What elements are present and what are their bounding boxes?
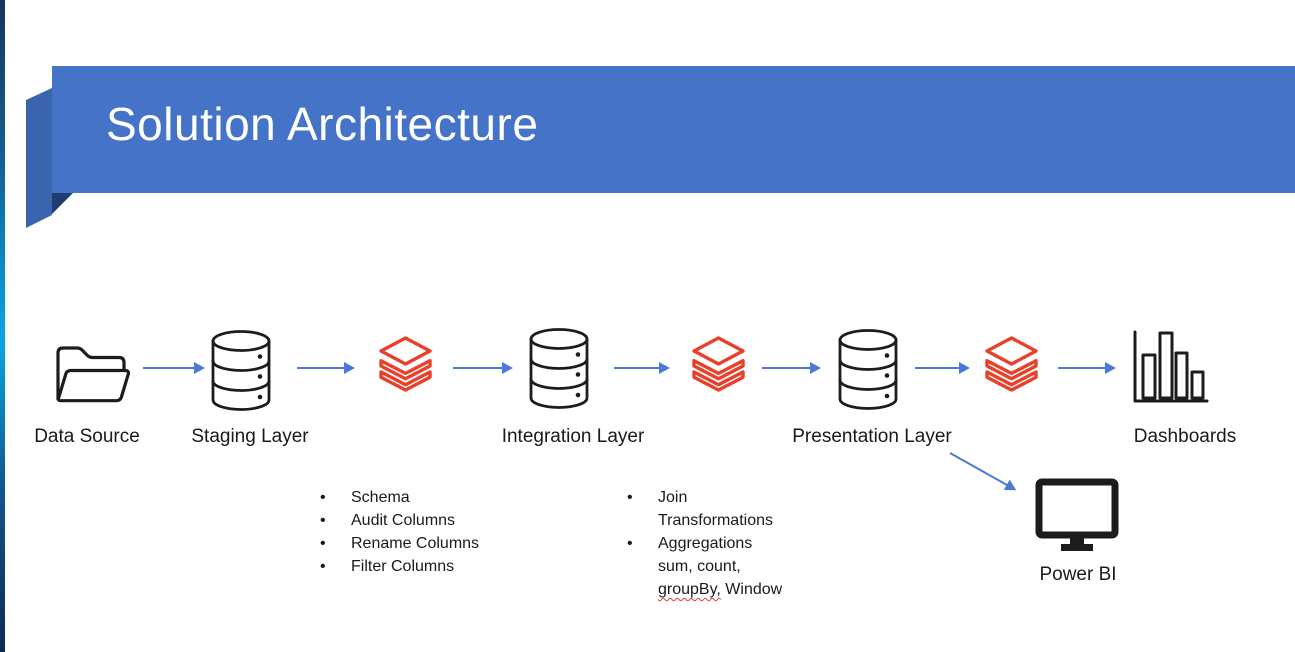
list-item-text: Window xyxy=(720,581,783,598)
bullet-marker: • xyxy=(627,489,633,506)
list-item-text: Join xyxy=(658,489,688,506)
folder-icon xyxy=(56,346,131,403)
list-item: • Aggregations xyxy=(627,532,867,555)
flow-arrow xyxy=(614,362,670,374)
database-icon xyxy=(529,328,589,409)
bullet-marker: • xyxy=(320,558,326,575)
list-item-text: groupBy, Window xyxy=(658,578,782,601)
bullet-marker: • xyxy=(627,535,633,552)
list-item: • Filter Columns xyxy=(320,555,550,578)
flow-arrow xyxy=(915,362,970,374)
list-item-continuation: groupBy, Window xyxy=(627,578,867,601)
flow-arrow xyxy=(453,362,513,374)
databricks-icon xyxy=(379,336,432,392)
label-power-bi: Power BI xyxy=(1039,564,1117,585)
staging-notes-list: • Schema • Audit Columns • Rename Column… xyxy=(320,486,550,578)
database-icon xyxy=(211,330,271,411)
ribbon-fold-shadow xyxy=(52,193,73,214)
databricks-icon xyxy=(692,336,745,392)
list-item: • Join xyxy=(627,486,867,509)
flow-arrow xyxy=(1058,362,1116,374)
ribbon-banner xyxy=(52,66,1295,193)
spellcheck-flagged-word: groupBy, xyxy=(658,581,721,598)
database-icon xyxy=(838,329,898,410)
list-item-text: sum, count, xyxy=(658,558,741,575)
list-item: • Audit Columns xyxy=(320,509,550,532)
list-item-text: Audit Columns xyxy=(351,512,456,529)
list-item: • Schema xyxy=(320,486,550,509)
list-item-text: Aggregations xyxy=(658,535,753,552)
slide-edge-stripe xyxy=(0,0,5,652)
bullet-marker: • xyxy=(320,512,326,529)
title-ribbon xyxy=(26,66,1295,228)
bar-chart-icon xyxy=(1133,330,1209,403)
list-item-text: Schema xyxy=(351,489,410,506)
monitor-icon xyxy=(1035,478,1119,551)
list-item-continuation: Transformations xyxy=(627,509,867,532)
list-item: • Rename Columns xyxy=(320,532,550,555)
flow-arrow-to-powerbi xyxy=(949,452,1016,491)
bullet-marker: • xyxy=(320,535,326,552)
list-item-continuation: sum, count, xyxy=(627,555,867,578)
flow-arrow xyxy=(143,362,205,374)
list-item-text: Filter Columns xyxy=(351,558,455,575)
label-staging-layer: Staging Layer xyxy=(191,426,309,447)
integration-notes-list: • Join Transformations • Aggregations su… xyxy=(627,486,867,601)
ribbon-fold xyxy=(26,88,52,228)
flow-arrow xyxy=(762,362,821,374)
label-presentation-layer: Presentation Layer xyxy=(792,426,952,447)
label-data-source: Data Source xyxy=(34,426,140,447)
databricks-icon xyxy=(985,336,1038,392)
bullet-marker: • xyxy=(320,489,326,506)
list-item-text: Rename Columns xyxy=(351,535,480,552)
page-title: Solution Architecture xyxy=(106,98,539,150)
list-item-text: Transformations xyxy=(658,512,773,529)
flow-arrow xyxy=(297,362,355,374)
label-integration-layer: Integration Layer xyxy=(501,426,645,447)
label-dashboards: Dashboards xyxy=(1133,426,1237,447)
